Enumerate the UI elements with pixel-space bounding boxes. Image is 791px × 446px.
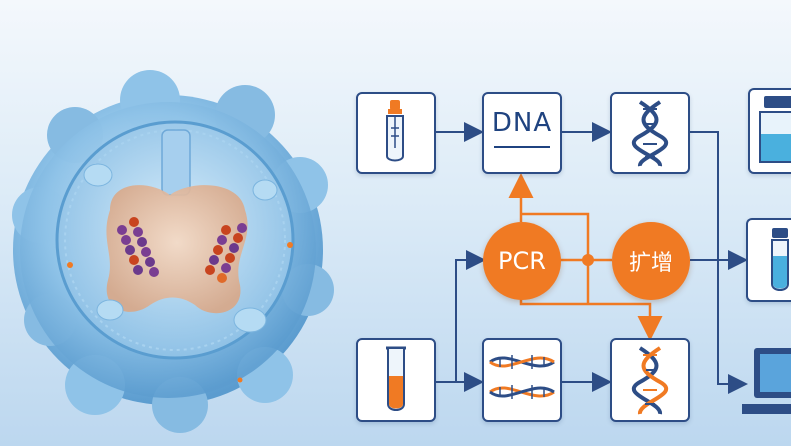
output-helix-box <box>610 92 690 174</box>
dna-helix-icon <box>631 100 669 167</box>
input-tube-box <box>356 92 436 174</box>
chromosome-right <box>205 223 247 283</box>
pcr-label: PCR <box>498 247 546 275</box>
right-tube-box <box>746 218 791 302</box>
double-strand-box <box>482 338 562 422</box>
junction-dot <box>582 254 594 266</box>
orange-sample-tube-icon <box>386 346 406 411</box>
dna-label: DNA <box>491 108 553 138</box>
line-to-pcr <box>455 250 486 382</box>
laptop-icon <box>742 348 791 414</box>
double-dna-strand-icon <box>489 355 555 399</box>
sample-tube-box <box>356 338 436 422</box>
nucleus <box>106 185 248 314</box>
line-loop-bottom <box>519 298 663 341</box>
blue-tube-icon <box>771 228 789 291</box>
amplify-label: 扩增 <box>628 251 673 276</box>
dna-box: DNA <box>482 92 562 174</box>
amplify-circle: 扩增 <box>612 222 690 300</box>
cell-illustration <box>12 70 334 433</box>
chromosome-left <box>117 217 159 277</box>
line-helix-to-right <box>690 131 748 394</box>
orange-helix-box <box>610 338 690 422</box>
dna-underline <box>494 146 550 148</box>
orange-dna-helix-icon <box>631 346 669 415</box>
pcr-circle: PCR <box>483 222 561 300</box>
dropper-tube-icon <box>386 100 404 162</box>
line-loop-top <box>521 212 590 260</box>
right-jar-box <box>748 88 791 174</box>
blue-jar-icon <box>759 96 791 163</box>
